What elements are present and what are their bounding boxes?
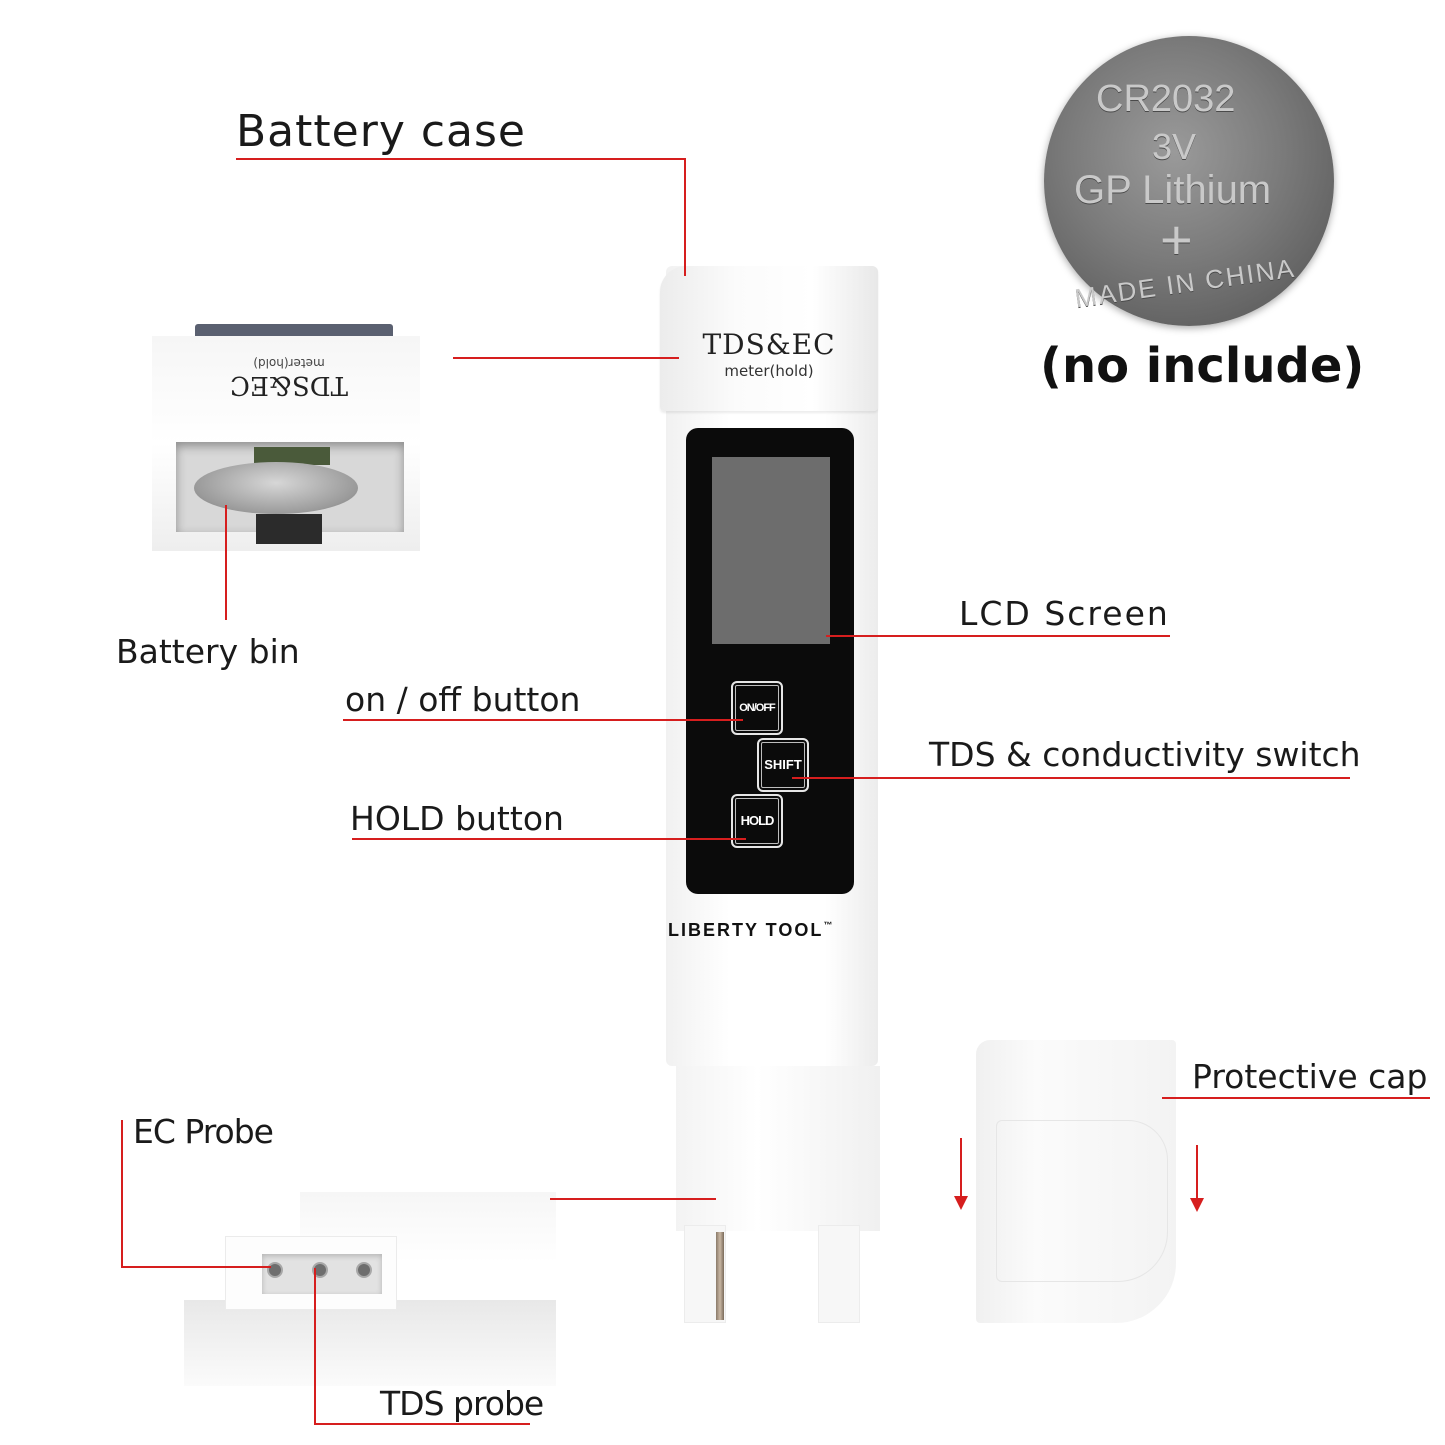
shift-button[interactable]: SHIFT: [757, 738, 809, 792]
callout-lcd-screen: [826, 635, 1170, 637]
meter-subtitle: meter(hold): [724, 362, 814, 380]
trademark-symbol: ™: [823, 920, 835, 930]
label-tds-conductivity-switch: TDS & conductivity switch: [929, 735, 1361, 774]
label-ec-probe: EC Probe: [133, 1112, 274, 1151]
callout-on-off-button: [343, 719, 743, 721]
label-battery-bin: Battery bin: [116, 632, 300, 671]
ec-probe-pin: [267, 1262, 283, 1278]
metal-probe-pin: [716, 1232, 724, 1320]
callout-hold-button: [352, 838, 746, 840]
meter-title: TDS&EC: [702, 328, 836, 361]
brand-logo: LIBERTY TOOL™: [668, 920, 834, 941]
callout-inset-pointer: [453, 357, 679, 359]
label-protective-cap: Protective cap: [1192, 1057, 1428, 1096]
arrow-down-right-icon: [1190, 1198, 1204, 1212]
hold-button[interactable]: HOLD: [731, 794, 783, 848]
callout-ec-probe-v: [121, 1120, 123, 1267]
label-battery-case: Battery case: [236, 106, 526, 157]
battery-brand: GP Lithium: [1074, 168, 1272, 212]
on-off-button[interactable]: ON/OFF: [731, 681, 783, 735]
inset-meter-title: TDS&EC: [230, 370, 349, 400]
battery-case[interactable]: [660, 266, 878, 411]
label-lcd-screen: LCD Screen: [959, 594, 1170, 633]
inset-coin-cell: [194, 462, 358, 514]
callout-tds-probe-v: [314, 1268, 316, 1425]
label-tds-probe: TDS probe: [380, 1384, 544, 1423]
battery-not-included-note: (no include): [1040, 338, 1365, 394]
circuit-board: [254, 447, 330, 465]
brand-name: LIBERTY TOOL: [668, 920, 824, 940]
battery-coin-image: [1044, 36, 1334, 326]
callout-protective-cap: [1162, 1097, 1430, 1099]
arrow-down-left: [960, 1138, 962, 1200]
arrow-down-left-icon: [954, 1196, 968, 1210]
lcd-screen: [712, 457, 830, 644]
inset-meter-subtitle: meter(hold): [253, 356, 325, 370]
callout-battery-case-h: [236, 158, 686, 160]
callout-battery-bin-v: [225, 505, 227, 620]
probe-pin-third: [356, 1262, 372, 1278]
probe-housing: [676, 1066, 880, 1231]
probe-end-base: [184, 1300, 556, 1386]
callout-tds-probe-h: [314, 1423, 530, 1425]
probe-guard-right: [818, 1225, 860, 1323]
callout-ec-probe-h: [121, 1266, 271, 1268]
label-hold-button: HOLD button: [350, 799, 564, 838]
battery-model: CR2032: [1096, 78, 1236, 120]
label-on-off-button: on / off button: [345, 680, 581, 719]
arrow-down-right: [1196, 1145, 1198, 1202]
callout-probe-end-pointer: [550, 1198, 716, 1200]
battery-contact: [256, 514, 322, 544]
cap-inner-edge: [996, 1120, 1168, 1282]
battery-voltage: 3V: [1152, 126, 1197, 167]
callout-tds-conductivity-switch: [792, 777, 1350, 779]
callout-battery-case-v: [684, 158, 686, 276]
battery-plus-symbol: +: [1160, 208, 1193, 271]
tds-probe-pin: [312, 1262, 328, 1278]
